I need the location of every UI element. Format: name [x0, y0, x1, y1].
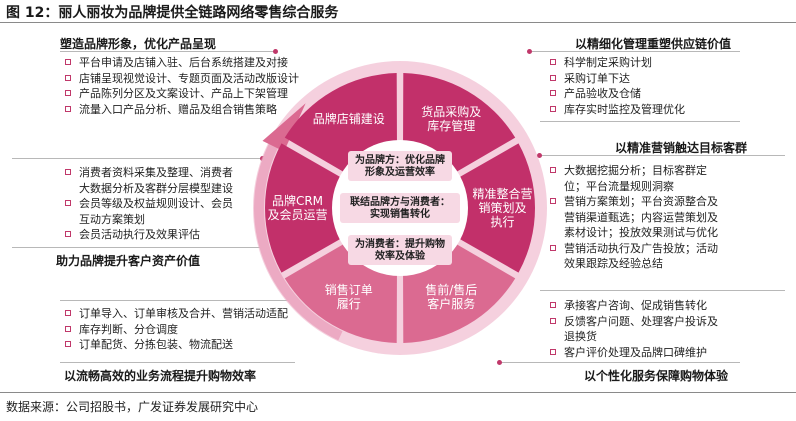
list-item: 消费者资料采集及整理、消费者大数据分析及客群分层模型建设: [63, 165, 233, 196]
right-bot-list: 承接客户咨询、促成销售转化 反馈客户问题、处理客户投诉及退换货 客户评价处理及品…: [548, 298, 718, 360]
arrow-arc: [254, 135, 343, 341]
right-bot-dot: [497, 360, 502, 365]
segment-label-service: 售前/售后客户服务: [425, 282, 477, 311]
list-item: 平台申请及店铺入驻、后台系统搭建及对接: [63, 55, 299, 71]
list-item: 会员等级及权益规则设计、会员互动方案策划: [63, 196, 233, 227]
right-bot-heading: 以个性化服务保障购物体验: [584, 369, 729, 383]
list-item: 订单导入、订单审核及合并、营销活动适配: [63, 306, 288, 322]
right-top-rule: [530, 51, 740, 52]
left-mid-heading: 助力品牌提升客户资产价值: [56, 254, 201, 268]
list-item: 会员活动执行及效果评估: [63, 227, 233, 243]
list-item: 库存判断、分仓调度: [63, 322, 288, 338]
right-top-bottom-rule: [540, 121, 740, 122]
left-top-dot: [273, 49, 278, 54]
title-divider: [0, 22, 796, 23]
right-mid-list: 大数据挖掘分析；目标客群定位；平台流量规则洞察 营销方案策划；平台资源整合及营销…: [548, 163, 718, 272]
list-item: 营销方案策划；平台资源整合及营销渠道甄选；内容运营策划及素材设计；投放效果测试与…: [548, 194, 718, 241]
left-top-rule: [60, 51, 275, 52]
left-mid-bottom-rule: [12, 247, 267, 248]
list-item: 科学制定采购计划: [548, 55, 685, 71]
list-item: 采购订单下达: [548, 71, 685, 87]
left-bot-list: 订单导入、订单审核及合并、营销活动适配 库存判断、分仓调度 订单配货、分拣包装、…: [63, 306, 288, 353]
list-item: 产品验收及仓储: [548, 86, 685, 102]
wheel-center: 为品牌方：优化品牌形象及运营效率联结品牌方与消费者：实现销售转化为消费者：提升购…: [332, 140, 468, 276]
list-item: 承接客户咨询、促成销售转化: [548, 298, 718, 314]
center-statement: 为消费者：提升购物效率及体验: [355, 237, 445, 262]
center-box: [348, 235, 452, 265]
left-bot-top-rule: [60, 300, 295, 301]
right-top-dot: [527, 49, 532, 54]
list-item: 产品陈列分区及文案设计、产品上下架管理: [63, 86, 299, 102]
figure-title: 图 12：丽人丽妆为品牌提供全链路网络零售综合服务: [6, 5, 339, 21]
list-item: 店铺呈现视觉设计、专题页面及活动改版设计: [63, 71, 299, 87]
segment-crm: [264, 143, 345, 273]
right-bot-rule: [500, 362, 740, 363]
left-bot-heading: 以流畅高效的业务流程提升购物效率: [64, 369, 257, 383]
arrow-head: [262, 103, 306, 152]
source-note: 数据来源：公司招股书，广发证券发展研究中心: [6, 400, 259, 414]
segment-label-store: 品牌店铺建设: [313, 112, 385, 126]
segment-label-procurement: 货品采购及库存管理: [421, 104, 481, 133]
segment-label-order: 销售订单履行: [325, 282, 373, 311]
right-mid-heading: 以精准营销触达目标客群: [615, 141, 748, 155]
segment-marketing: [455, 143, 535, 273]
list-item: 订单配货、分拣包装、物流配送: [63, 337, 288, 353]
right-mid-top-rule: [540, 155, 785, 156]
right-top-list: 科学制定采购计划 采购订单下达 产品验收及仓储 库存实时监控及管理优化: [548, 55, 685, 117]
list-item: 客户评价处理及品牌口碑维护: [548, 345, 718, 361]
left-bot-bottom-rule: [60, 362, 295, 363]
footer-divider: [0, 392, 796, 393]
list-item: 库存实时监控及管理优化: [548, 102, 685, 118]
list-item: 大数据挖掘分析；目标客群定位；平台流量规则洞察: [548, 163, 718, 194]
center-box: [340, 193, 460, 223]
list-item: 营销活动执行及广告投放；活动效果跟踪及经验总结: [548, 241, 718, 272]
center-statement: 为品牌方：优化品牌形象及运营效率: [355, 153, 445, 178]
right-top-heading: 以精细化管理重塑供应链价值: [575, 37, 732, 51]
center-statement: 联结品牌方与消费者：实现销售转化: [350, 195, 450, 220]
left-mid-top-rule: [12, 158, 262, 159]
left-top-heading: 塑造品牌形象，优化产品呈现: [60, 37, 217, 51]
right-mid-dot: [537, 153, 542, 158]
list-item: 反馈客户问题、处理客户投诉及退换货: [548, 314, 718, 345]
right-mid-bottom-rule: [540, 290, 785, 291]
left-top-list: 平台申请及店铺入驻、后台系统搭建及对接 店铺呈现视觉设计、专题页面及活动改版设计…: [63, 55, 299, 117]
segment-label-marketing: 精准整合营销策划及执行: [472, 186, 532, 229]
list-item: 流量入口产品分析、赠品及组合销售策略: [63, 102, 299, 118]
left-mid-list: 消费者资料采集及整理、消费者大数据分析及客群分层模型建设 会员等级及权益规则设计…: [63, 165, 233, 243]
center-box: [348, 151, 452, 181]
